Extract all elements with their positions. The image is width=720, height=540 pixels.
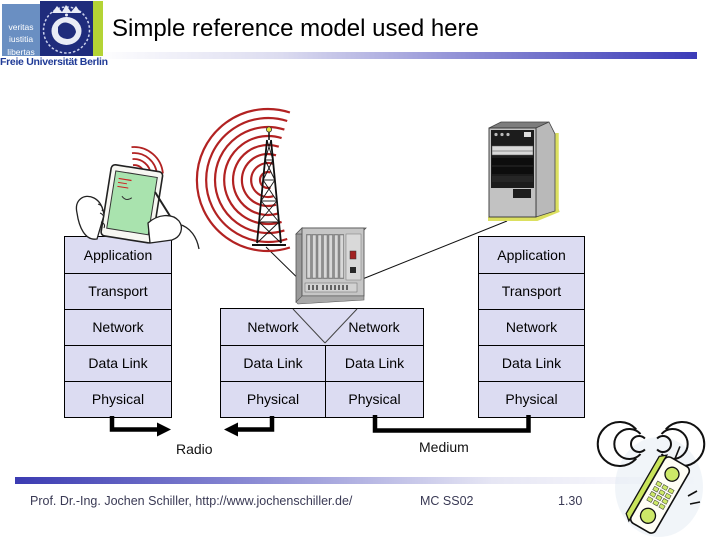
motto-line: libertas — [7, 46, 35, 57]
layer-transport: Transport — [479, 273, 584, 309]
radio-arrow-right — [224, 416, 275, 437]
layer-application: Application — [497, 247, 566, 263]
access-router-icon — [295, 227, 367, 305]
page-title: Simple reference model used here — [112, 15, 479, 42]
protocol-stack-right: Application Transport Network Data Link … — [478, 236, 585, 418]
institution-name: Freie Universität Berlin — [0, 56, 108, 68]
pda-waves-icon — [131, 146, 164, 176]
layer-network: Network — [65, 309, 171, 345]
radio-tower-icon — [252, 126, 286, 246]
layer-physical: Physical — [479, 381, 584, 417]
layer-datalink: Data Link — [65, 345, 171, 381]
layer-datalink: Data Link — [221, 346, 326, 381]
radio-link-label: Radio — [176, 441, 213, 457]
footer-divider-bar — [15, 477, 697, 484]
connection-line-tower-router — [265, 246, 315, 295]
server-icon — [488, 121, 560, 221]
layer-network: Network — [479, 309, 584, 345]
fu-berlin-motto: veritas iustitia libertas — [2, 4, 40, 57]
layer-physical: Physical — [348, 391, 401, 407]
footer-page-number: 1.30 — [558, 494, 583, 508]
layer-physical: Physical — [65, 381, 171, 417]
footer-course: MC SS02 — [420, 494, 474, 508]
motto-line: veritas — [8, 22, 34, 32]
protocol-stack-middle: Network Network Data Link Data Link Phys… — [220, 308, 424, 418]
layer-datalink: Data Link — [479, 345, 584, 381]
layer-datalink: Data Link — [344, 355, 405, 371]
layer-network: Network — [348, 319, 400, 335]
fu-berlin-seal-icon — [40, 1, 93, 56]
medium-link-label: Medium — [419, 439, 469, 455]
layer-transport: Transport — [65, 273, 171, 309]
motto-line: iustitia — [8, 34, 34, 45]
layer-application: Application — [83, 247, 153, 263]
footer-author: Prof. Dr.-Ing. Jochen Schiller, http://w… — [30, 494, 353, 508]
layer-network: Network — [247, 319, 299, 335]
title-divider-bar — [103, 52, 697, 59]
radio-waves-icon — [195, 107, 291, 253]
protocol-stack-left: Application Transport Network Data Link … — [64, 236, 172, 418]
layer-physical: Physical — [221, 382, 326, 417]
radio-arrow-left — [109, 416, 171, 437]
logo-green-stripe — [93, 1, 103, 56]
